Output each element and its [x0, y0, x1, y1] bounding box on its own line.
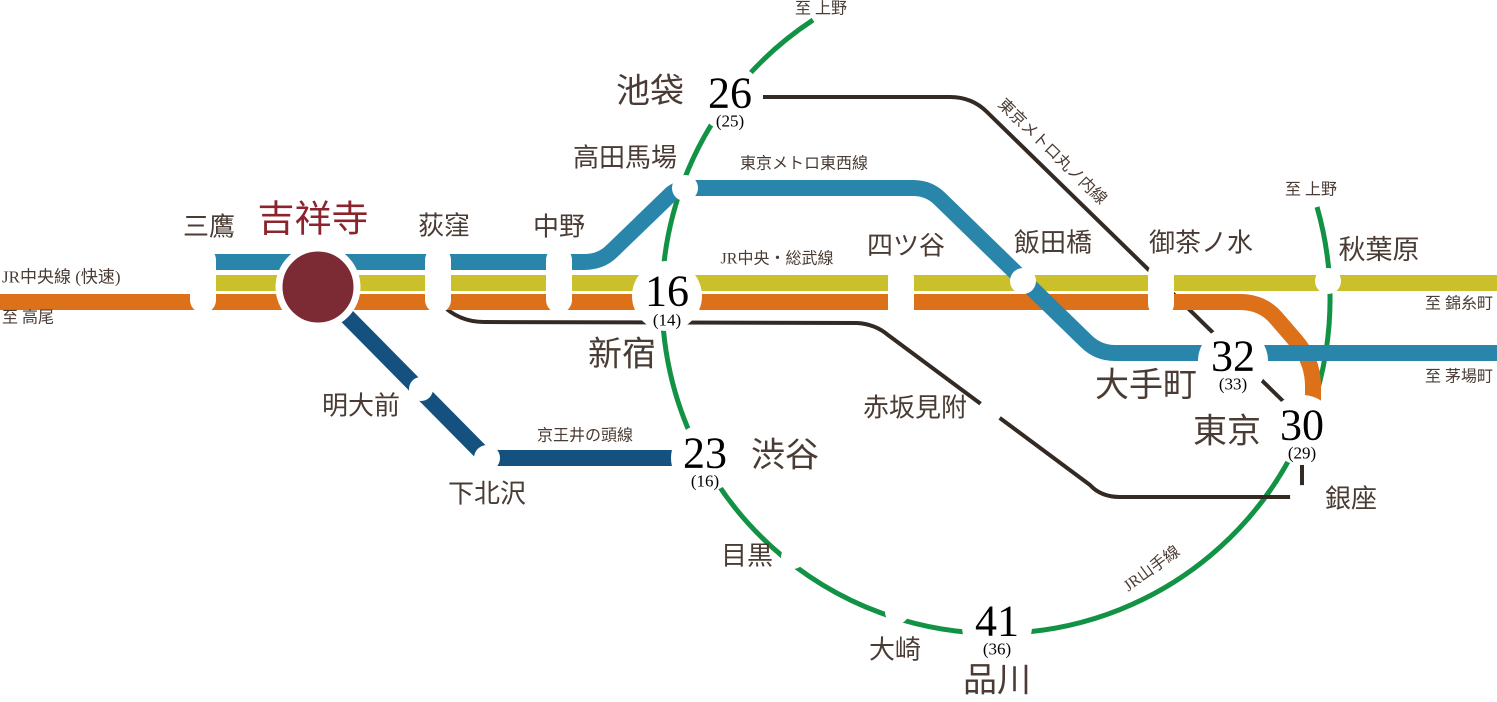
- time-badges: 26 (25) 16 (14) 23 (16) 32 (33) 30 (29) …: [632, 65, 1337, 661]
- station-dot-meguro: [781, 545, 805, 569]
- time-badge-ikebukuro: 26 (25): [697, 65, 763, 131]
- minutes-alt: (36): [983, 640, 1011, 659]
- station-label-osaki: 大崎: [869, 636, 921, 665]
- minutes-alt: (25): [716, 112, 744, 131]
- badge-circle: [962, 591, 1032, 661]
- station-label-ochanomizu: 御茶ノ水: [1149, 229, 1253, 258]
- station-label-nakano: 中野: [533, 213, 585, 242]
- line-label-chuo-sobu: JR中央・総武線: [721, 250, 834, 268]
- endpoint-label-ueno-north: 至 上野: [795, 0, 847, 18]
- station-capsule-ochanomizu: [1148, 261, 1174, 317]
- badge-circle: [1267, 395, 1337, 465]
- time-badge-shinagawa: 41 (36): [962, 591, 1032, 661]
- station-label-iidabashi: 飯田橋: [1014, 229, 1092, 258]
- time-badge-shinjuku: 16 (14): [632, 261, 702, 331]
- jr-chuo-rapid-line: [0, 294, 1321, 403]
- minutes-alt: (16): [691, 472, 719, 491]
- station-label-kichijoji: 吉祥寺: [258, 200, 369, 241]
- station-label-meguro: 目黒: [721, 542, 773, 571]
- station-dot-akasakamitsuke: [978, 399, 1002, 423]
- time-badge-shibuya: 23 (16): [671, 424, 739, 492]
- station-label-takadanobaba: 高田馬場: [573, 144, 677, 173]
- minutes-alt: (33): [1219, 375, 1247, 394]
- station-label-akasakamitsuke: 赤坂見附: [863, 394, 967, 423]
- minutes-alt: (29): [1288, 444, 1316, 463]
- station-label-mitaka: 三鷹: [183, 213, 235, 242]
- station-dot-iidabashi: [1010, 268, 1036, 294]
- badge-circle: [632, 261, 702, 331]
- home-station-marker: [275, 244, 361, 330]
- station-capsule-nakano: [546, 247, 572, 313]
- station-dot-ginza: [1290, 485, 1314, 509]
- station-label-meidaimae: 明大前: [322, 392, 400, 421]
- station-markers: [190, 175, 1341, 624]
- endpoint-label-kinshicho: 至 錦糸町: [1425, 295, 1493, 313]
- endpoint-label-kayabacho: 至 茅場町: [1425, 368, 1493, 386]
- station-label-yotsuya: 四ツ谷: [867, 232, 945, 261]
- station-label-otemachi: 大手町: [1095, 367, 1197, 405]
- station-label-ogikubo: 荻窪: [418, 212, 470, 241]
- station-label-ginza: 銀座: [1325, 485, 1377, 514]
- minutes: 26: [708, 69, 752, 118]
- tokyo-metro-tozai-line: [192, 180, 1497, 361]
- line-label-marunouchi: 東京メトロ丸ノ内線: [994, 95, 1110, 208]
- station-label-shinagawa: 品川: [963, 663, 1031, 700]
- station-label-shinjuku: 新宿: [588, 336, 656, 374]
- station-capsule-yotsuya: [888, 265, 914, 331]
- line-label-inokashira: 京王井の頭線: [537, 427, 633, 445]
- minutes: 23: [683, 429, 727, 478]
- endpoint-label-ueno-east: 至 上野: [1285, 181, 1337, 199]
- badge-circle: [697, 65, 763, 131]
- time-badge-tokyo: 30 (29): [1267, 395, 1337, 465]
- station-label-tokyo: 東京: [1193, 413, 1261, 451]
- station-capsule-ogikubo: [425, 247, 451, 313]
- time-badge-otemachi: 32 (33): [1198, 326, 1268, 396]
- station-label-shibuya: 渋谷: [751, 437, 819, 475]
- badge-circle: [1198, 326, 1268, 396]
- badge-circle: [671, 424, 739, 492]
- station-dot-shimokitazawa: [474, 445, 500, 471]
- minutes: 30: [1280, 401, 1324, 450]
- station-label-akihabara: 秋葉原: [1339, 235, 1420, 265]
- station-capsule-mitaka: [190, 247, 216, 313]
- station-label-ikebukuro: 池袋: [616, 73, 684, 111]
- tokyo-metro-marunouchi-line: [439, 95, 1304, 499]
- line-label-chuo-rapid: JR中央線 (快速): [2, 268, 121, 287]
- station-dot-osaki: [885, 600, 909, 624]
- station-dot-takadanobaba: [672, 175, 698, 201]
- line-label-tozai: 東京メトロ東西線: [740, 155, 868, 173]
- station-label-shimokitazawa: 下北沢: [448, 480, 526, 509]
- minutes: 41: [975, 597, 1019, 646]
- station-dot-meidaimae: [409, 377, 433, 401]
- endpoint-label-takao: 至 高尾: [2, 309, 54, 327]
- minutes: 16: [645, 267, 689, 316]
- line-label-yamanote: JR山手線: [1120, 542, 1183, 595]
- minutes: 32: [1211, 332, 1255, 381]
- minutes-alt: (14): [653, 311, 681, 330]
- station-dot-akihabara: [1315, 268, 1341, 294]
